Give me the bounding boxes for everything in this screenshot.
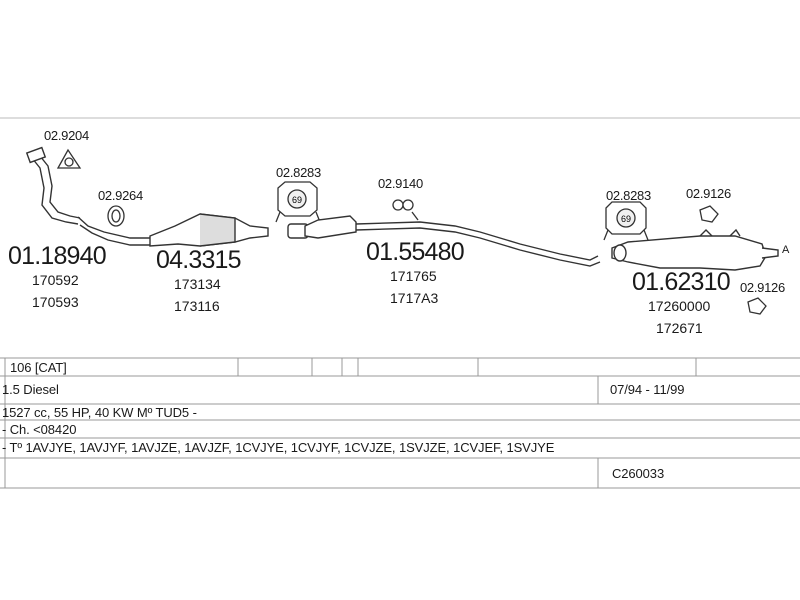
part-code[interactable]: 01.62310 [632, 268, 731, 296]
part-ref: 17260000 [648, 298, 711, 314]
gasket-icon [56, 148, 82, 169]
bracket-icon-1 [275, 181, 321, 223]
part-bracket-label: 02.8283 [606, 188, 651, 203]
part-bracket-label: 02.9204 [44, 128, 89, 143]
specs-cell: 1527 cc, 55 HP, 40 KW Mº TUD5 - [2, 405, 197, 420]
rubber-hanger-icon-2 [747, 297, 767, 315]
part-ref: 170592 [32, 272, 79, 288]
model-cell: 106 [CAT] [10, 360, 67, 375]
end-marker: A [782, 244, 790, 256]
part-code[interactable]: 04.3315 [156, 246, 242, 274]
part-bracket-label: 02.9264 [98, 188, 143, 203]
part-ref: 173116 [174, 298, 220, 314]
part-bracket-label: 02.9140 [378, 176, 423, 191]
pre-silencer [287, 215, 601, 267]
part-ref: 170593 [32, 294, 79, 310]
part-code[interactable]: 01.18940 [8, 242, 107, 270]
ref-code-cell: C260033 [612, 466, 665, 481]
part-ref: 171765 [390, 268, 437, 284]
rear-silencer [611, 228, 779, 271]
bracket-icon-2 [603, 201, 649, 241]
part-ref: 173134 [174, 276, 221, 292]
date-range-cell: 07/94 - 11/99 [610, 382, 685, 397]
badge-69: 69 [292, 195, 302, 205]
hanger-icon-1 [392, 199, 419, 221]
part-ref: 172671 [656, 320, 703, 336]
catalytic-converter [149, 213, 269, 247]
engine-cell: 1.5 Diesel [2, 382, 59, 397]
rubber-hanger-icon-1 [699, 205, 719, 223]
badge-69-2: 69 [621, 214, 631, 224]
types-cell: - Tº 1AVJYE, 1AVJYF, 1AVJZE, 1AVJZF, 1CV… [2, 440, 555, 455]
part-bracket-label: 02.9126 [740, 280, 785, 295]
spec-table-grid [0, 357, 800, 489]
part-bracket-label: 02.9126 [686, 186, 731, 201]
clamp-icon [107, 205, 125, 227]
chassis-cell: - Ch. <08420 [2, 422, 77, 437]
part-code[interactable]: 01.55480 [366, 238, 465, 266]
front-pipe [25, 146, 150, 246]
part-bracket-label: 02.8283 [276, 165, 321, 180]
part-ref: 1717A3 [390, 290, 439, 306]
